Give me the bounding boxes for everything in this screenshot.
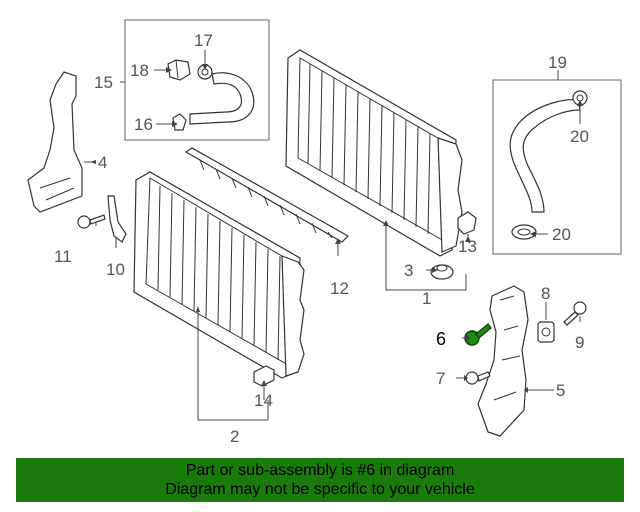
callout-8: 8 [541,284,550,303]
callout-17: 17 [194,31,213,50]
radiator-hose-lower [509,99,581,213]
clamp-part-20-lower [511,224,537,240]
callout-20-upper: 20 [570,127,589,146]
bushing-part-3 [430,264,454,280]
bolt-part-9 [563,301,587,326]
inset-box-hose-upper [124,19,270,141]
callout-15: 15 [94,73,113,92]
fitting-part-13 [457,211,477,235]
callout-16: 16 [134,115,153,134]
bolt-part-11 [77,214,106,229]
callout-5: 5 [556,381,565,400]
callout-18: 18 [130,61,149,80]
drain-plug-part-14 [253,365,275,387]
callout-10: 10 [106,260,125,279]
air-guide-part-5 [477,285,529,437]
bracket-part-10 [107,195,127,243]
footer-banner: Part or sub-assembly is #6 in diagram Di… [16,458,624,502]
air-guide-part-4 [27,71,83,213]
callout-9: 9 [575,333,584,352]
inset-box-hose-lower [492,79,622,255]
callout-3: 3 [404,261,413,280]
callout-20-lower: 20 [552,225,571,244]
bushing-part-8 [537,321,555,343]
callout-4: 4 [98,153,107,172]
callout-6: 6 [436,329,446,349]
callout-13: 13 [458,237,477,256]
banner-line-2: Diagram may not be specific to your vehi… [165,481,475,498]
clamp-part-16 [172,113,187,131]
callout-19: 19 [548,53,567,72]
hose-fitting-part-18 [167,59,191,81]
callout-1: 1 [422,289,431,308]
radiator-part-2 [133,171,305,379]
bolt-part-6-highlighted[interactable] [464,323,492,346]
seal-strip-part-12 [184,147,349,243]
callout-2: 2 [230,427,239,446]
callout-11: 11 [54,247,72,266]
radiator-hose-upper [189,72,255,125]
bolt-part-7 [465,371,491,385]
callout-12: 12 [330,279,349,298]
callout-14: 14 [254,391,273,410]
condenser-part-1 [285,49,463,257]
banner-line-1: Part or sub-assembly is #6 in diagram [185,462,455,479]
parts-diagram: 1 2 3 4 5 6 7 8 9 10 11 12 13 14 15 16 1… [27,19,622,446]
callout-7: 7 [436,369,445,388]
